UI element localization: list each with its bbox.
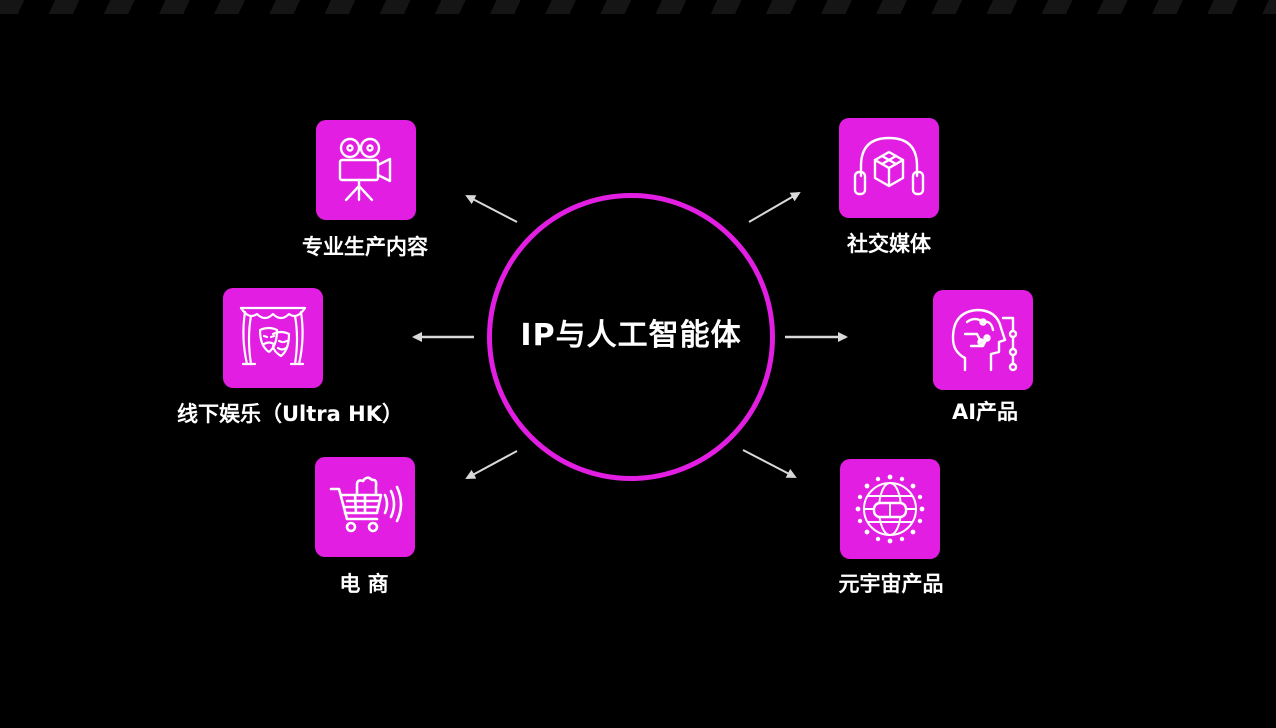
node-offline-label: 线下娱乐（Ultra HK）	[177, 402, 403, 426]
node-ai-tile	[933, 290, 1033, 390]
node-social-tile	[839, 118, 939, 218]
headphones-cube-icon	[853, 136, 925, 196]
shopping-cart-icon	[329, 476, 403, 533]
center-circle: IP与人工智能体	[487, 193, 775, 481]
theater-masks-icon	[239, 306, 307, 366]
node-pgc-tile	[316, 120, 416, 220]
arrow-to-pgc	[465, 195, 518, 223]
node-offline-tile	[223, 288, 323, 388]
node-pgc-label: 专业生产内容	[302, 235, 428, 259]
node-metaverse-tile	[840, 459, 940, 559]
film-camera-icon	[338, 137, 392, 202]
arrow-to-social	[748, 191, 801, 223]
center-title: IP与人工智能体	[520, 318, 742, 353]
vr-globe-icon	[855, 474, 925, 544]
arrow-to-metaverse	[742, 449, 797, 478]
node-metaverse-label: 元宇宙产品	[838, 572, 944, 596]
arrow-to-ecommerce	[465, 450, 518, 479]
ai-head-icon	[951, 308, 1018, 372]
node-ecommerce-tile	[315, 457, 415, 557]
node-ai-label: AI产品	[951, 400, 1019, 424]
top-stripe-decoration	[0, 0, 1276, 14]
node-social-label: 社交媒体	[847, 232, 931, 256]
node-ecommerce-label: 电 商	[339, 572, 389, 596]
